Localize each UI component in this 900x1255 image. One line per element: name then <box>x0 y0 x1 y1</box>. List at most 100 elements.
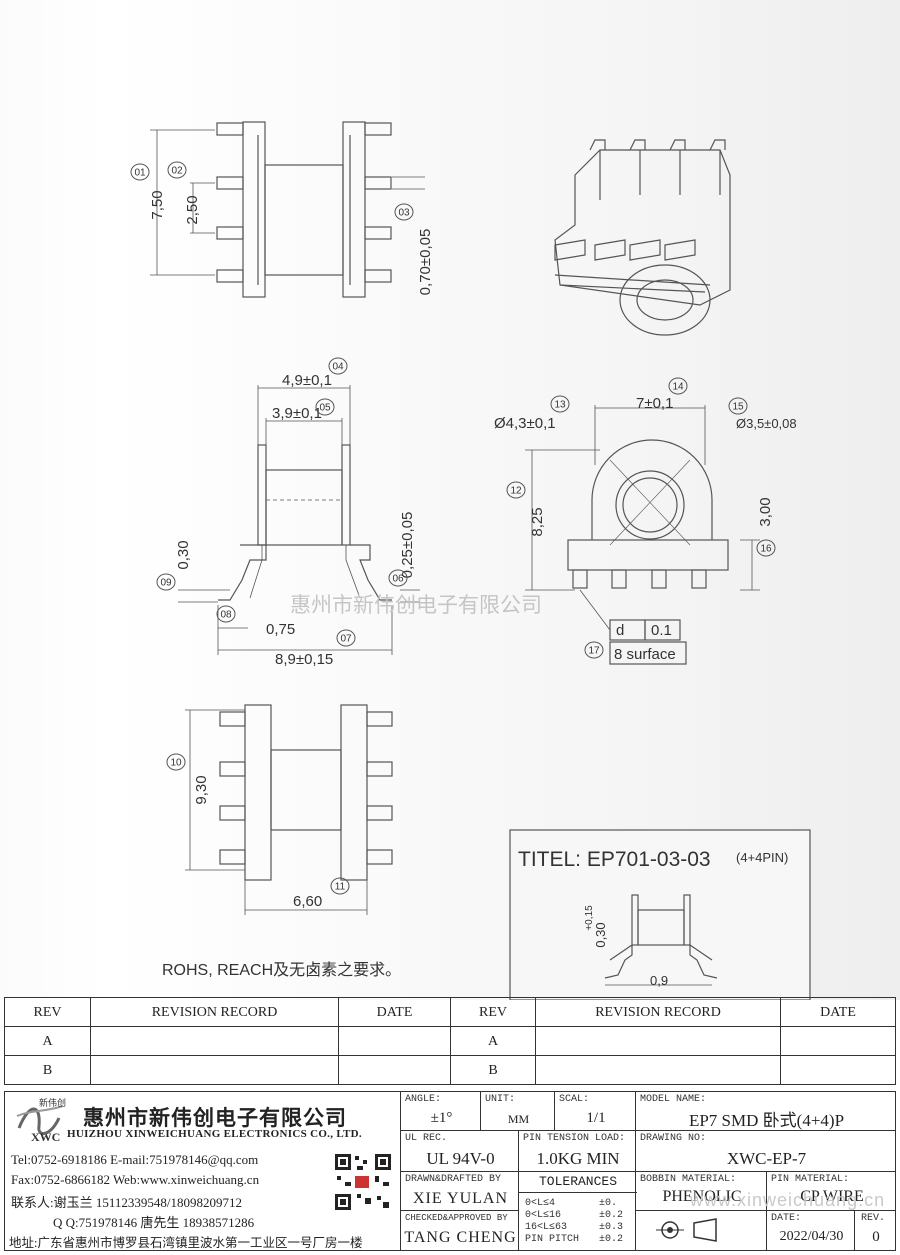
dim-05: 3,9±0,1 <box>272 405 322 422</box>
company-block: 新伟创 XWC 惠州市新伟创电子有限公司 HUIZHOU XINWEICHUAN… <box>4 1091 401 1251</box>
company-name-cn: 惠州市新伟创电子有限公司 <box>83 1106 347 1130</box>
side-view <box>525 405 760 665</box>
pin-tension-label: PIN TENSION LOAD: <box>523 1133 626 1144</box>
tolerance-value: ±0.3 <box>599 1222 624 1233</box>
ulrec-cell: UL REC. UL 94V-0 <box>400 1130 519 1172</box>
rev-a-right-record <box>535 1026 781 1056</box>
model-value: EP7 SMD 卧式(4+4)P <box>688 1111 845 1130</box>
date-cell: DATE: 2022/04/30 <box>766 1210 855 1251</box>
company-fax: Fax:0752-6866182 Web:www.xinweichuang.cn <box>11 1172 260 1187</box>
model-cell: MODEL NAME: EP7 SMD 卧式(4+4)P <box>635 1091 896 1131</box>
company-name-en: HUIZHOU XINWEICHUANG ELECTRONICS CO., LT… <box>67 1128 362 1140</box>
drawing-watermark: 惠州市新伟创电子有限公司 <box>290 594 542 617</box>
drawing-no-label: DRAWING NO: <box>640 1133 707 1144</box>
tolerance-range: 16<L≤63 <box>525 1222 568 1233</box>
rev-a-left: A <box>4 1026 91 1056</box>
rev-b-right-record <box>535 1055 781 1085</box>
tolerance-value: ±0.2 <box>599 1234 624 1245</box>
scale-label: SCAL: <box>559 1094 590 1105</box>
dim-14: 7±0,1 <box>636 395 673 412</box>
tolerance-row: 0<L≤16±0.2 <box>525 1210 635 1222</box>
front-view <box>178 385 420 655</box>
bobbin-label: BOBBIN MATERIAL: <box>640 1174 737 1185</box>
rev-cell: REV. 0 <box>854 1210 896 1251</box>
top-view <box>150 121 425 298</box>
balloon-label: 14 <box>672 382 684 393</box>
title-block: REV REVISION RECORD DATE REV REVISION RE… <box>0 997 900 1255</box>
pin-tension-value: 1.0KG MIN <box>536 1149 620 1168</box>
checked-value: TANG CHENG <box>404 1229 517 1246</box>
dim-07: 8,9±0,15 <box>275 651 333 668</box>
technical-drawing: 7,50 2,50 0,70±0,05 4,9±0,1 3,9±0,1 0,25… <box>130 121 811 1000</box>
balloon-circle <box>336 629 356 647</box>
scale-value: 1/1 <box>586 1110 606 1126</box>
tolerance-value: ±0.2 <box>599 1210 624 1221</box>
flatness-symbol: d <box>616 622 624 639</box>
balloon-label: 05 <box>319 403 331 414</box>
flatness-value: 0.1 <box>651 622 672 639</box>
titleblock-watermark: www.xinweichuang.cn <box>690 1190 886 1210</box>
pin-tension-cell: PIN TENSION LOAD: 1.0KG MIN <box>518 1130 636 1172</box>
ulrec-label: UL REC. <box>405 1133 448 1144</box>
balloon-label: 08 <box>220 610 232 621</box>
dim-08: 0,75 <box>266 621 295 638</box>
projection-symbol-icon <box>656 1218 717 1242</box>
scale-cell: SCAL: 1/1 <box>554 1091 636 1131</box>
balloon-label: 11 <box>335 882 346 893</box>
company-logo <box>11 1098 69 1146</box>
dim-03: 0,70±0,05 <box>417 229 434 296</box>
balloon-circle <box>216 605 236 623</box>
balloon-label: 06 <box>392 574 404 585</box>
balloon-circle <box>330 877 350 895</box>
unit-value: MM <box>507 1112 530 1126</box>
balloon-label: 04 <box>332 362 344 373</box>
compliance-note: ROHS, REACH及无卤素之要求。 <box>162 961 401 979</box>
rev-a-right-date <box>780 1026 896 1056</box>
balloon-circle <box>756 539 776 557</box>
dim-06: 0,25±0,05 <box>399 512 416 579</box>
dim-10: 9,30 <box>193 775 210 804</box>
logo-text: XWC <box>31 1130 61 1144</box>
dim-16: 3,00 <box>757 497 774 526</box>
balloon-circle <box>328 357 348 375</box>
inset-title: TITEL: EP701-03-03 <box>518 848 711 871</box>
rev-b-left: B <box>4 1055 91 1085</box>
balloon-circle <box>130 163 150 181</box>
rev-value: 0 <box>872 1229 880 1245</box>
drawn-value: XIE YULAN <box>412 1190 509 1207</box>
rev-header-2: REV <box>450 997 536 1027</box>
unit-cell: UNIT: MM <box>480 1091 555 1131</box>
balloon-circle <box>550 395 570 413</box>
dim-12: 8,25 <box>529 507 546 536</box>
company-tel: Tel:0752-6918186 E-mail:751978146@qq.com <box>11 1152 259 1167</box>
isometric-view <box>554 139 731 336</box>
dim-01: 7,50 <box>149 190 166 219</box>
rev-label: REV. <box>861 1213 886 1224</box>
pin-material-value: CP WIRE <box>800 1188 864 1205</box>
balloon-circle <box>388 569 408 587</box>
drawing-no-cell: DRAWING NO: XWC-EP-7 <box>635 1130 896 1172</box>
rev-a-right: A <box>450 1026 536 1056</box>
pin-material-label: PIN MATERIAL: <box>771 1174 850 1185</box>
date-header-1: DATE <box>338 997 451 1027</box>
inset-dim-1: 0,30 <box>593 922 608 947</box>
company-address: 地址:广东省惠州市博罗县石湾镇里波水第一工业区一号厂房一楼 <box>9 1236 363 1250</box>
balloon-circle <box>167 161 187 179</box>
bobbin-value: PHENOLIC <box>662 1188 742 1205</box>
tolerance-row: 16<L≤63 ±0.3 <box>525 1222 635 1234</box>
rev-b-right-date <box>780 1055 896 1085</box>
tolerance-row: PIN PITCH±0.2 <box>525 1234 635 1246</box>
tolerance-row: 0<L≤4±0. <box>525 1198 635 1210</box>
checked-label: CHECKED&APPROVED BY <box>405 1213 508 1223</box>
angle-cell: ANGLE: ±1° <box>400 1091 481 1131</box>
balloon-circle <box>506 481 526 499</box>
dim-04: 4,9±0,1 <box>282 372 332 389</box>
date-header-2: DATE <box>780 997 896 1027</box>
qr-code <box>333 1152 393 1212</box>
inset-title-suffix: (4+4PIN) <box>736 850 788 865</box>
revision-record-header-2: REVISION RECORD <box>535 997 781 1027</box>
tolerance-value: ±0. <box>599 1198 618 1209</box>
balloon-label: 10 <box>170 758 182 769</box>
